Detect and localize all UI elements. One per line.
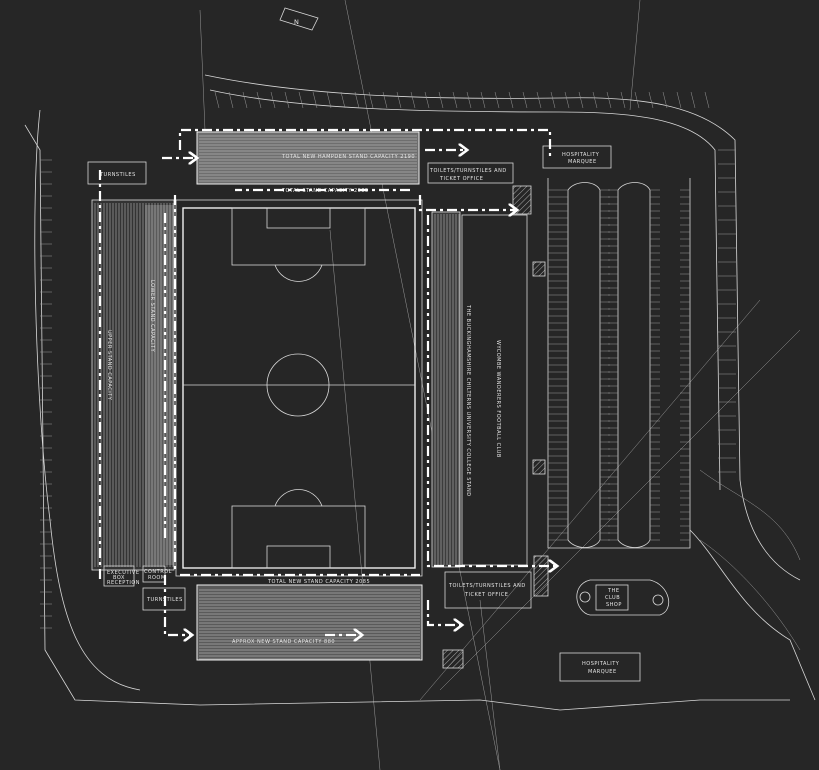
embankment-tick [592, 91, 598, 109]
embankment-tick [690, 91, 696, 109]
south-stand: TOTAL NEW STAND CAPACITY 2085 APPROX NEW… [196, 579, 423, 661]
hospitality-north-label: HOSPITALITY [562, 152, 600, 158]
toilets-south-label: TICKET OFFICE [464, 592, 508, 598]
embankment-tick [410, 91, 416, 109]
toilets-south-label: TOILETS/TURNSTILES AND [448, 583, 526, 589]
club-shop-label: THE [607, 588, 619, 594]
embankment-tick [676, 91, 682, 109]
embankment-tick [578, 91, 584, 109]
football-pitch [175, 199, 423, 577]
embankment-tick [256, 91, 262, 109]
hospitality-north-label: MARQUEE [568, 159, 597, 165]
embankment-tick [326, 91, 332, 109]
toilets-north-label: TOILETS/TURNSTILES AND [429, 168, 507, 174]
turnstiles-nw-label: TURNSTILES [99, 172, 136, 178]
embankment-tick [424, 91, 430, 109]
embankment-tick [452, 91, 458, 109]
embankment-tick [634, 91, 640, 109]
embankment-tick [494, 91, 500, 109]
embankment-tick [480, 91, 486, 109]
north-stand-capacity-label: TOTAL NEW HAMPDEN STAND CAPACITY 2190 [281, 154, 415, 160]
embankment-tick [662, 91, 668, 109]
east-stand: THE BUCKINGHAMSHIRE CHILTERNS UNIVERSITY… [431, 211, 528, 568]
embankment-tick [704, 91, 710, 109]
west-stand-label: LOWER STAND CAPACITY [149, 280, 155, 353]
embankment-tick [620, 91, 626, 109]
embankment-tick [396, 91, 402, 109]
south-stand-approx-label: APPROX NEW STAND CAPACITY 880 [232, 639, 335, 645]
embankment-tick [466, 91, 472, 109]
south-stand-total-label: TOTAL NEW STAND CAPACITY 2085 [267, 579, 370, 585]
embankment-tick [536, 91, 542, 109]
hospitality-south-label: MARQUEE [588, 669, 617, 675]
exit-routes [98, 128, 555, 635]
embankment-tick [550, 91, 556, 109]
hospitality-south-label: HOSPITALITY [582, 661, 620, 667]
embankment-tick [284, 91, 290, 109]
embankment-tick [648, 91, 654, 109]
club-shop-label: CLUB [605, 595, 620, 601]
embankment-tick [382, 91, 388, 109]
embankment-tick [438, 91, 444, 109]
survey-lines [199, 0, 801, 770]
west-stand: LOWER STAND CAPACITY UPPER STAND CAPACIT… [91, 199, 175, 571]
embankment-tick [298, 91, 304, 109]
control-room-label: ROOM [148, 575, 166, 581]
executive-box-label: EXECUTIVE [107, 570, 140, 576]
west-upper-label: UPPER STAND CAPACITY [106, 330, 112, 401]
executive-box-label: BOX [113, 575, 125, 581]
embankment-tick [242, 91, 248, 109]
north-arrow: N [279, 7, 319, 31]
embankment-tick [564, 91, 570, 109]
north-stand: TOTAL NEW HAMPDEN STAND CAPACITY 2190 TO… [196, 131, 420, 194]
embankment-tick [340, 91, 346, 109]
north-label: N [294, 18, 299, 26]
embankment-tick [508, 91, 514, 109]
car-park [547, 178, 691, 549]
executive-box-label: RECEPTION [107, 580, 140, 586]
embankment-ticks [40, 91, 736, 629]
site-boundary [24, 74, 816, 711]
embankment-tick [228, 91, 234, 109]
club-name-label: WYCOMBE WANDERERS FOOTBALL CLUB [495, 340, 501, 458]
east-stand-label: THE BUCKINGHAMSHIRE CHILTERNS UNIVERSITY… [465, 304, 471, 497]
control-room-label: CONTROL [144, 569, 172, 575]
embankment-tick [270, 91, 276, 109]
club-shop-label: SHOP [606, 602, 622, 608]
embankment-tick [522, 91, 528, 109]
embankment-tick [312, 91, 318, 109]
embankment-tick [606, 91, 612, 109]
toilets-north-label: TICKET OFFICE [439, 176, 483, 182]
embankment-tick [368, 91, 374, 109]
embankment-tick [354, 91, 360, 109]
embankment-tick [214, 91, 220, 109]
